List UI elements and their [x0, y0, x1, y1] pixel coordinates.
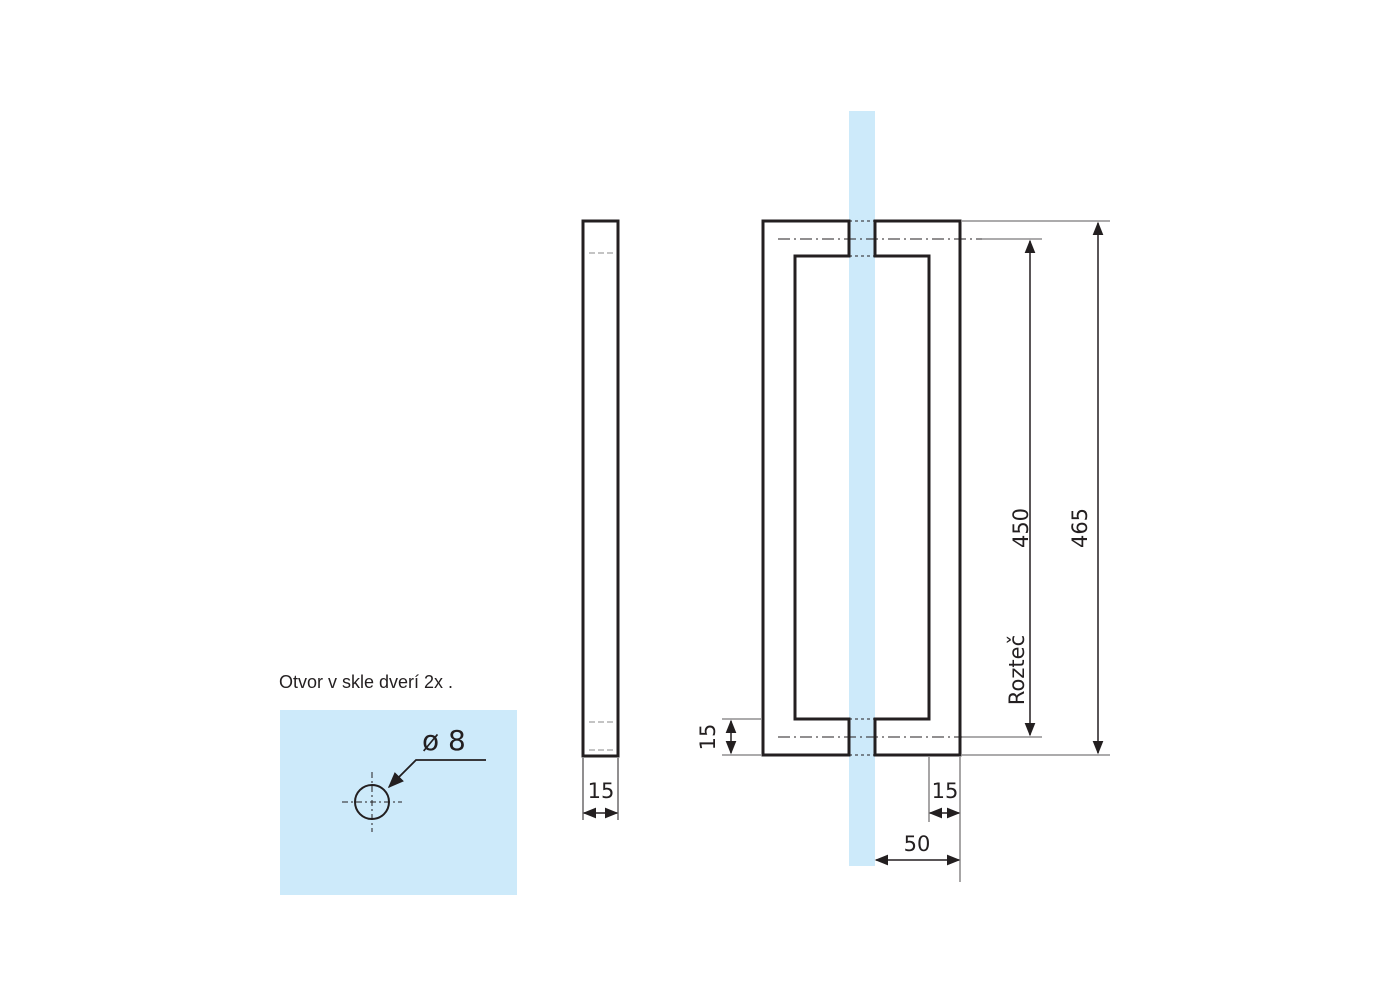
handle-side-view: 15: [581, 219, 620, 820]
glass-door-section: [849, 111, 875, 866]
spacing-label: 450: [1009, 508, 1033, 548]
side-view-outline: [581, 219, 620, 758]
side-width-label: 15: [588, 779, 615, 803]
handle-outline-left: [761, 219, 851, 757]
diameter-leader: [387, 759, 486, 789]
spacing-caption: Rozteč: [1005, 635, 1029, 705]
hole-note-label: Otvor v skle dverí 2x .: [279, 672, 453, 692]
hole-circle: [354, 784, 390, 820]
diameter-label: ø 8: [422, 724, 466, 757]
bottom-offset-label: 15: [696, 724, 720, 751]
overall-length-label: 465: [1068, 508, 1092, 548]
hole-detail: Otvor v skle dverí 2x . ø 8: [279, 672, 517, 895]
glass-to-edge-label: 50: [904, 832, 931, 856]
handle-front-view: 450 Rozteč 465 15 15 50: [696, 111, 1110, 882]
bar-width-label: 15: [932, 779, 959, 803]
handle-outline-right: [873, 219, 962, 757]
